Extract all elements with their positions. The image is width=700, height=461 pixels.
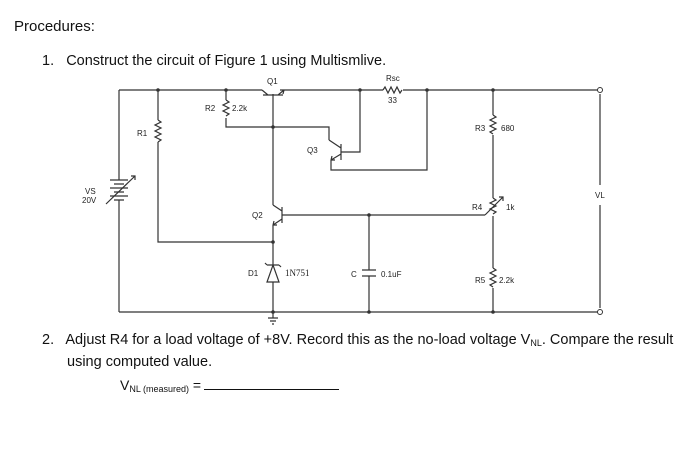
svg-text:680: 680 — [501, 124, 515, 133]
step-2-line-2: using computed value. — [67, 354, 213, 370]
potentiometer-r4: R4 1k — [472, 196, 515, 216]
svg-text:Q1: Q1 — [267, 77, 278, 86]
svg-text:Q3: Q3 — [307, 146, 318, 155]
zener-diode-d1: D1 1N751 — [248, 262, 310, 283]
capacitor-c: C 0.1uF — [351, 269, 402, 279]
svg-text:R3: R3 — [475, 124, 486, 133]
svg-text:1k: 1k — [506, 203, 515, 212]
svg-text:Rsc: Rsc — [386, 74, 400, 83]
answer-blank[interactable] — [204, 377, 340, 390]
vl-label: VL — [595, 191, 605, 200]
vl-terminal-bottom — [597, 309, 603, 315]
svg-text:1N751: 1N751 — [285, 268, 310, 278]
step-text: Adjust R4 for a load voltage of +8V. Rec… — [65, 332, 531, 348]
svg-text:0.1uF: 0.1uF — [381, 270, 402, 279]
junction-dots — [156, 88, 495, 314]
ground-icon — [268, 317, 278, 325]
procedures-heading: Procedures: — [14, 18, 95, 35]
resistor-r2: R2 2.2k — [205, 99, 248, 117]
resistor-rsc: Rsc 33 — [382, 74, 403, 105]
svg-text:R4: R4 — [472, 203, 483, 212]
svg-text:33: 33 — [388, 96, 397, 105]
svg-text:R5: R5 — [475, 276, 486, 285]
svg-text:2.2k: 2.2k — [232, 104, 248, 113]
transistor-q2: Q2 — [252, 204, 283, 226]
resistor-r1: R1 — [137, 119, 163, 143]
wires — [118, 89, 601, 318]
step-text-end: . Compare the result — [541, 332, 674, 348]
resistor-r5: R5 2.2k — [475, 267, 515, 288]
step-text-subscript: NL — [530, 338, 542, 348]
transistor-q3: Q3 — [307, 139, 342, 161]
svg-text:Q2: Q2 — [252, 211, 263, 220]
vl-terminal-top — [597, 87, 603, 93]
answer-label: V — [120, 377, 130, 393]
svg-text:C: C — [351, 270, 357, 279]
svg-text:20V: 20V — [82, 196, 97, 205]
resistor-r3: R3 680 — [475, 114, 515, 135]
answer-subscript: NL (measured) — [129, 384, 190, 394]
answer-line: VNL (measured) = — [120, 377, 340, 394]
step-number: 2. — [42, 332, 55, 348]
svg-text:R2: R2 — [205, 104, 216, 113]
step-number: 1. — [42, 53, 55, 69]
equals-sign: = — [192, 377, 202, 393]
step-1: 1. Construct the circuit of Figure 1 usi… — [42, 53, 386, 69]
svg-text:D1: D1 — [248, 269, 259, 278]
variable-battery-vs: VS 20V — [82, 175, 136, 205]
step-text: Construct the circuit of Figure 1 using … — [66, 53, 387, 69]
transistor-q1: Q1 — [261, 77, 285, 96]
svg-text:2.2k: 2.2k — [499, 276, 515, 285]
svg-text:VS: VS — [85, 187, 96, 196]
svg-text:R1: R1 — [137, 129, 148, 138]
step-2-line-1: 2. Adjust R4 for a load voltage of +8V. … — [42, 332, 673, 348]
